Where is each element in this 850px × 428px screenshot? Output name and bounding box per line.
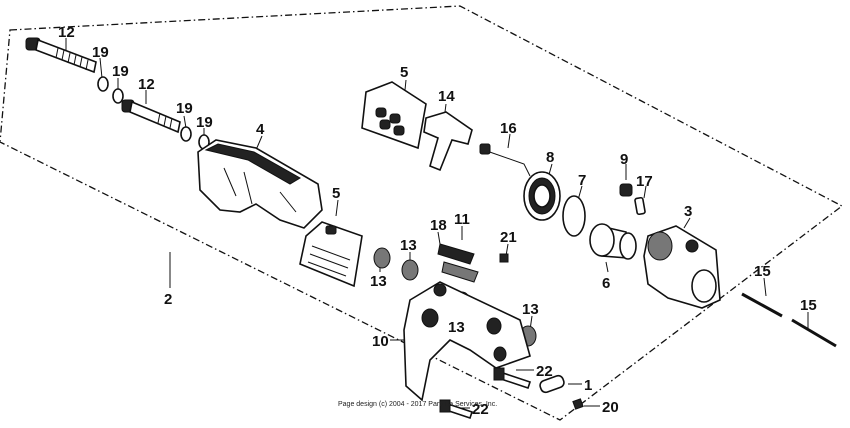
callout-18: 18	[430, 217, 447, 234]
callout-7: 7	[578, 172, 586, 189]
bleed-screw	[634, 196, 646, 216]
callout-12: 12	[138, 76, 155, 93]
callout-2: 2	[164, 291, 172, 308]
callout-labels: 12 19 19 12 19 19 4 2 5 14 16 8 9 17 7 3…	[58, 24, 817, 418]
assembly-frame	[0, 5, 844, 421]
hanger-pins	[741, 292, 837, 348]
caliper-cover	[197, 139, 323, 229]
callout-22: 22	[536, 363, 553, 380]
piston-boot	[523, 171, 561, 221]
caliper-pin-upper	[25, 37, 97, 74]
callout-14: 14	[438, 88, 455, 105]
retaining-spring	[479, 143, 531, 177]
pad-spring	[423, 111, 473, 172]
callout-13: 13	[448, 319, 465, 336]
callout-8: 8	[546, 149, 554, 166]
callout-13: 13	[522, 301, 539, 318]
piston-seal	[562, 195, 586, 237]
callout-6: 6	[602, 275, 610, 292]
callout-19: 19	[92, 44, 109, 61]
callout-21: 21	[500, 229, 517, 246]
callout-16: 16	[500, 120, 517, 137]
bracket-bolts	[439, 367, 532, 420]
callout-15: 15	[754, 263, 771, 280]
small-bolt	[499, 253, 509, 263]
callout-13: 13	[370, 273, 387, 290]
caliper-bracket	[403, 281, 531, 402]
caliper-body	[643, 225, 721, 309]
callout-13: 13	[400, 237, 417, 254]
callout-19: 19	[176, 100, 193, 117]
callout-15: 15	[800, 297, 817, 314]
pad-shim	[437, 243, 479, 283]
callout-20: 20	[602, 399, 619, 416]
bleeder-valve	[539, 374, 584, 410]
callout-3: 3	[684, 203, 692, 220]
callout-12: 12	[58, 24, 75, 41]
pin-seals-upper	[97, 76, 124, 104]
callout-19: 19	[196, 114, 213, 131]
callout-10: 10	[372, 333, 389, 350]
brake-pad-lower	[299, 221, 363, 288]
callout-11: 11	[454, 211, 470, 228]
piston	[589, 223, 637, 260]
callout-17: 17	[636, 173, 653, 190]
callout-5: 5	[332, 185, 340, 202]
callout-9: 9	[620, 151, 628, 168]
bleeder-cap	[619, 183, 633, 197]
callout-19: 19	[112, 63, 129, 80]
caliper-pin-lower	[121, 99, 181, 134]
brake-pad-upper	[361, 81, 427, 150]
callout-5: 5	[400, 64, 408, 81]
callout-1: 1	[584, 377, 592, 394]
copyright-notice: Page design (c) 2004 - 2017 Partzilla Se…	[338, 401, 497, 408]
callout-4: 4	[256, 121, 265, 138]
callout-22: 22	[472, 401, 489, 418]
